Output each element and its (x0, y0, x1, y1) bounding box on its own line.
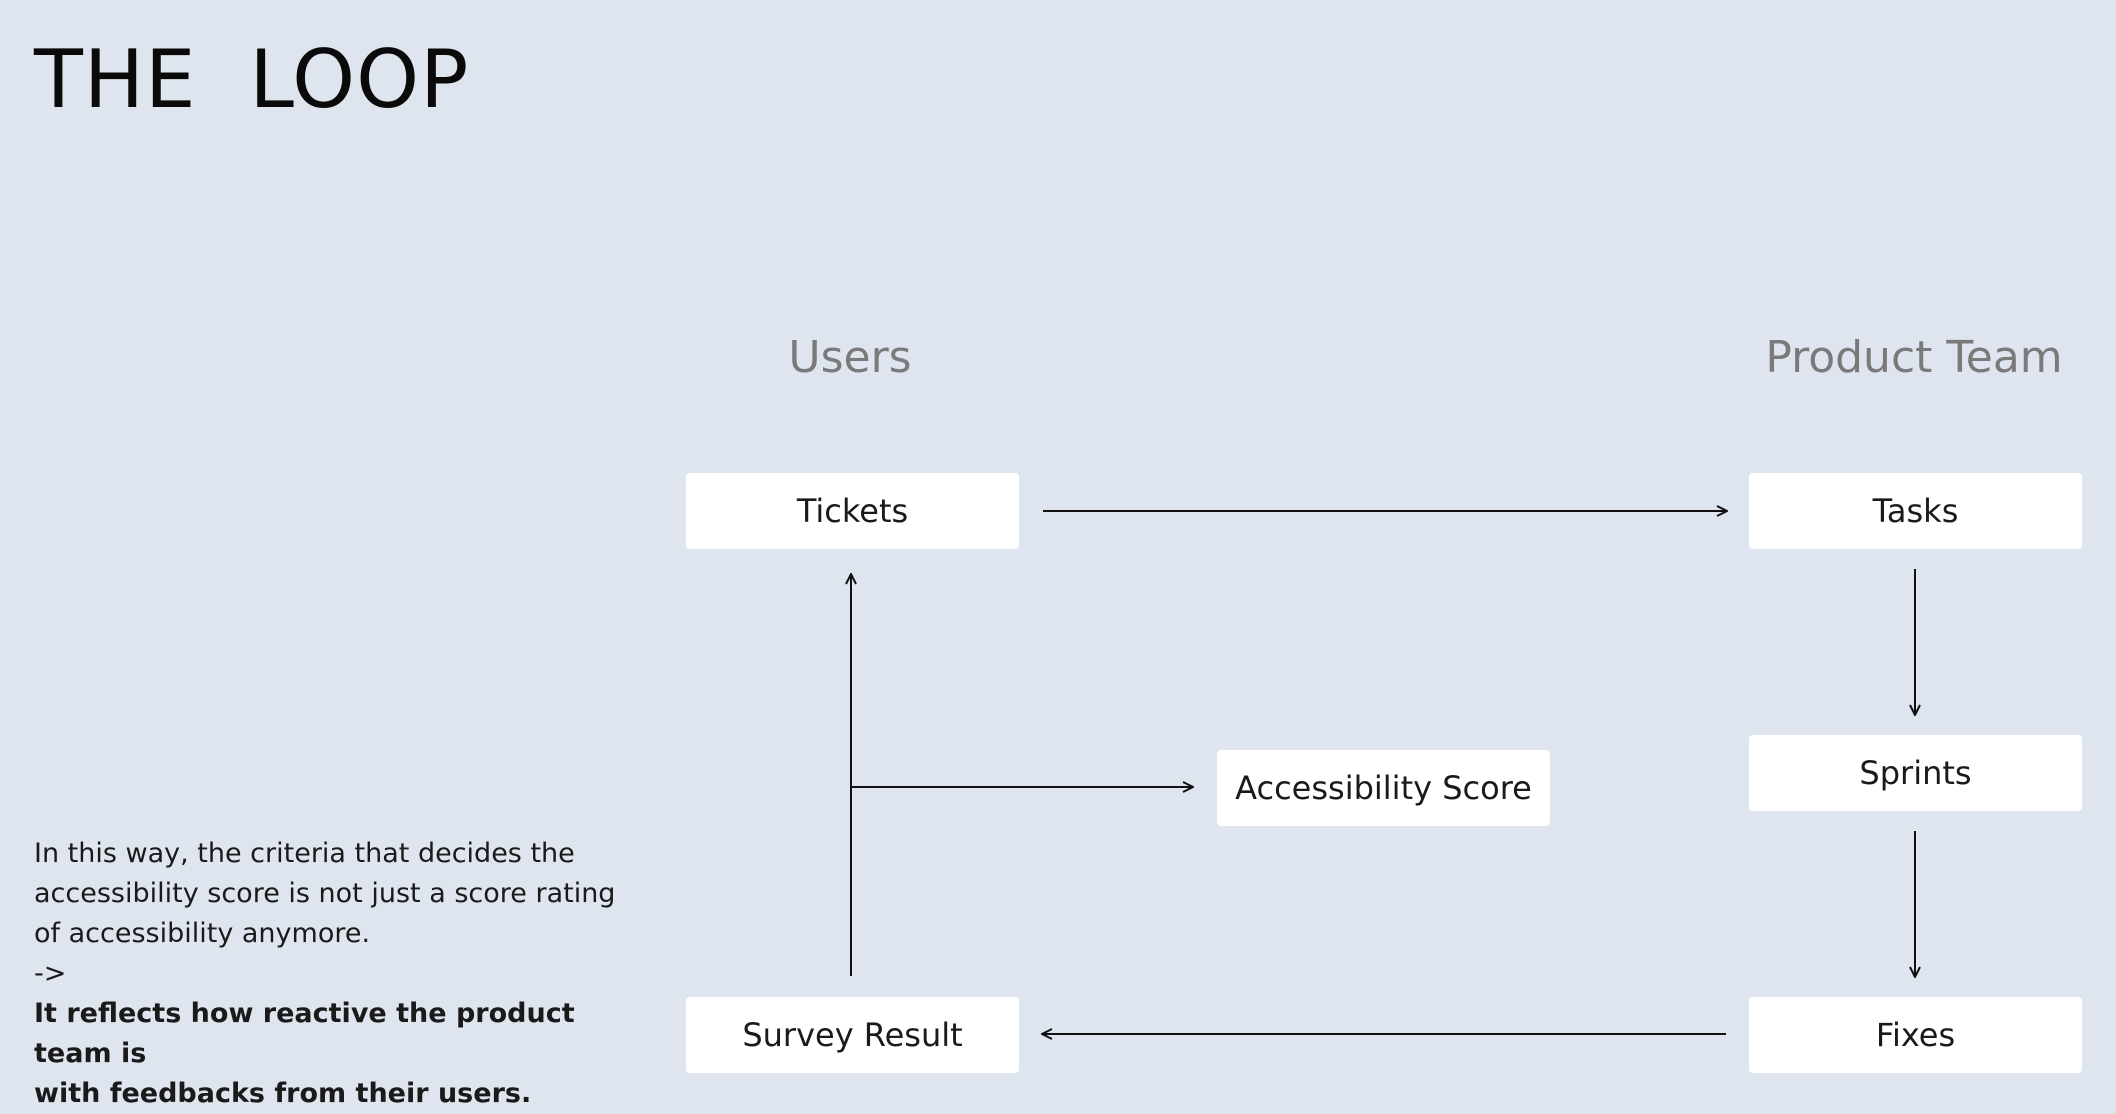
node-sprints: Sprints (1749, 735, 2082, 811)
node-survey-result: Survey Result (686, 997, 1019, 1073)
note-arrow: -> (34, 958, 67, 989)
node-accessibility-score: Accessibility Score (1217, 750, 1550, 826)
node-fixes-label: Fixes (1875, 1016, 1956, 1054)
note-bold-line-2: with feedbacks from their users. (34, 1078, 532, 1109)
node-tickets-label: Tickets (796, 492, 909, 530)
node-tasks-label: Tasks (1872, 492, 1959, 530)
node-accessibility-score-label: Accessibility Score (1235, 769, 1532, 807)
column-heading-users: Users (788, 332, 912, 383)
node-tickets: Tickets (686, 473, 1019, 549)
note-line-3: of accessibility anymore. (34, 918, 371, 949)
page-title: THE LOOP (34, 33, 470, 126)
explanation-note: In this way, the criteria that decides t… (34, 834, 634, 1114)
note-line-2: accessibility score is not just a score … (34, 878, 616, 909)
note-bold-line-1: It reflects how reactive the product tea… (34, 998, 575, 1069)
node-fixes: Fixes (1749, 997, 2082, 1073)
column-heading-product-team: Product Team (1765, 332, 2063, 383)
node-sprints-label: Sprints (1859, 754, 1972, 792)
node-survey-result-label: Survey Result (742, 1016, 963, 1054)
note-line-1: In this way, the criteria that decides t… (34, 838, 575, 869)
node-tasks: Tasks (1749, 473, 2082, 549)
